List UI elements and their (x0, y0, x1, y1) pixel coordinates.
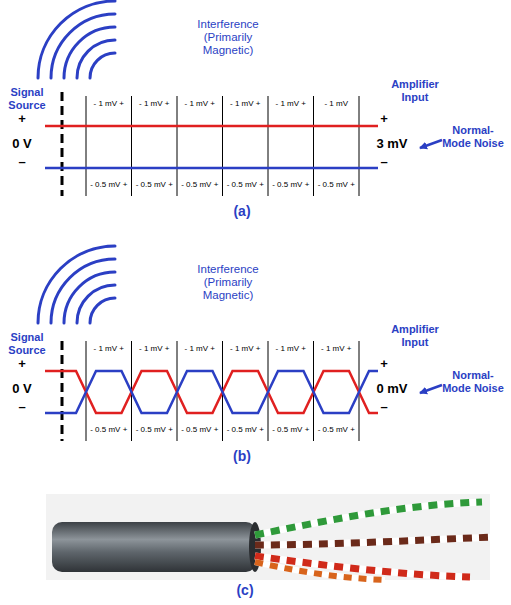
terminal-caption: Normal-Mode Noise (442, 124, 504, 149)
terminal-caption: Signal Source (2, 86, 52, 111)
voltage-label: - 0.5 mV + (223, 425, 268, 434)
voltage-label: - 1 mV + (86, 99, 131, 108)
source-boundary (61, 92, 64, 196)
terminal-value: – (374, 155, 394, 170)
voltage-label: - 1 mV (314, 99, 359, 108)
source-boundary (61, 341, 64, 441)
wave-arc (90, 53, 115, 78)
pointer-arrow (420, 140, 442, 148)
wave-arc (90, 298, 115, 323)
panel-label: (b) (225, 448, 259, 464)
interference-label: Interference (Primarily Magnetic) (183, 263, 273, 303)
voltage-label: - 1 mV + (223, 344, 268, 353)
panel-a (38, 1, 442, 196)
terminal-value: + (374, 357, 394, 372)
interference-waves (38, 1, 115, 78)
panel-label: (a) (225, 203, 259, 219)
divider-line (131, 96, 132, 196)
voltage-label: - 1 mV + (132, 99, 177, 108)
divider-line (359, 96, 360, 196)
panel-b (38, 246, 442, 441)
pointer-arrow (420, 385, 442, 393)
voltage-label: - 0.5 mV + (86, 425, 131, 434)
wave-arc (38, 246, 115, 323)
twisted-positive-wire (45, 371, 378, 413)
divider-line (177, 96, 178, 196)
interference-waves (38, 246, 115, 323)
divider-line (313, 96, 314, 196)
terminal-value: – (12, 400, 32, 415)
terminal-value: 0 V (5, 137, 39, 152)
wire-brown (255, 537, 494, 545)
cable-photo (46, 494, 494, 580)
wave-arc (77, 285, 115, 323)
divider-line (268, 96, 269, 196)
negative-wire (45, 167, 378, 170)
terminal-value: + (12, 357, 32, 372)
interference-label: Interference (Primarily Magnetic) (183, 18, 273, 58)
terminal-value: 0 mV (370, 382, 414, 397)
positive-wire (45, 125, 378, 128)
voltage-label: - 0.5 mV + (132, 425, 177, 434)
voltage-label: - 0.5 mV + (268, 180, 313, 189)
voltage-label: - 0.5 mV + (86, 180, 131, 189)
divider-line (222, 96, 223, 196)
wire-green (255, 502, 482, 535)
terminal-caption: Amplifier Input (384, 78, 446, 103)
voltage-label: - 1 mV + (177, 344, 222, 353)
voltage-label: - 1 mV + (268, 344, 313, 353)
twisted-negative-wire (45, 371, 378, 413)
voltage-label: - 0.5 mV + (177, 180, 222, 189)
panel-label: (c) (228, 582, 262, 598)
terminal-value: 0 V (5, 382, 39, 397)
terminal-caption: Signal Source (2, 331, 52, 356)
voltage-label: - 0.5 mV + (268, 425, 313, 434)
divider-line (86, 96, 87, 196)
voltage-label: - 0.5 mV + (314, 180, 359, 189)
voltage-label: - 1 mV + (268, 99, 313, 108)
wave-arc (64, 272, 115, 323)
terminal-caption: Amplifier Input (384, 323, 446, 348)
terminal-value: + (374, 112, 394, 127)
voltage-label: - 0.5 mV + (314, 425, 359, 434)
wire-white (255, 502, 482, 535)
wire-white (255, 562, 385, 580)
wave-arc (77, 40, 115, 78)
wire-white (255, 537, 494, 545)
wave-arc (64, 27, 115, 78)
voltage-label: - 0.5 mV + (223, 180, 268, 189)
wave-arc (38, 1, 115, 78)
terminal-value: – (12, 155, 32, 170)
segment-dividers (86, 96, 359, 196)
voltage-label: - 1 mV + (177, 99, 222, 108)
terminal-value: 3 mV (370, 137, 414, 152)
terminal-caption: Normal-Mode Noise (442, 369, 504, 394)
voltage-label: - 1 mV + (223, 99, 268, 108)
voltage-label: - 0.5 mV + (177, 425, 222, 434)
voltage-label: - 1 mV + (86, 344, 131, 353)
terminal-value: – (374, 400, 394, 415)
voltage-label: - 1 mV + (314, 344, 359, 353)
voltage-label: - 0.5 mV + (132, 180, 177, 189)
voltage-label: - 1 mV + (132, 344, 177, 353)
cable-jacket (52, 522, 256, 572)
terminal-value: + (12, 112, 32, 127)
wire-orange (255, 562, 385, 580)
